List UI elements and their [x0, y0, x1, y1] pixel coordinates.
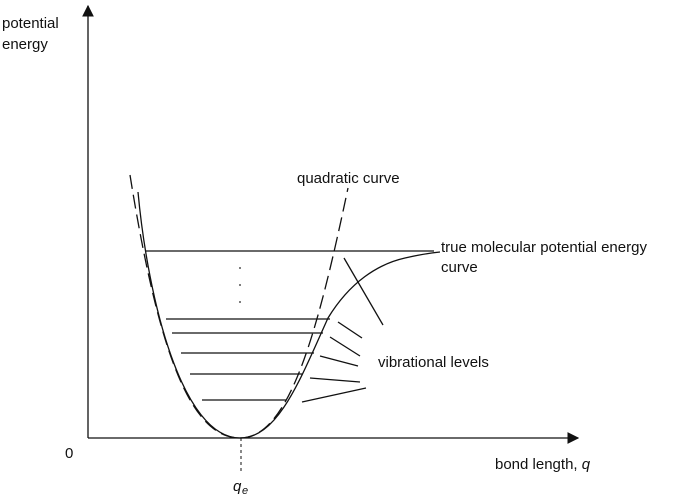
- true-curve-label-line2: curve: [441, 259, 478, 276]
- ellipsis-dot: [239, 284, 241, 286]
- pointer-line: [301, 387, 367, 403]
- y-axis-label-line1: potential: [2, 15, 59, 32]
- pointer-line: [343, 257, 384, 326]
- x-axis-label-text: bond length,: [495, 456, 582, 473]
- qe-subscript: e: [242, 485, 248, 495]
- qe-label: q: [233, 478, 242, 495]
- pointer-line: [329, 336, 361, 357]
- true-potential-curve: [137, 191, 441, 439]
- vibrational-levels-label: vibrational levels: [378, 354, 489, 371]
- true-curve-label-line1: true molecular potential energy: [441, 239, 647, 256]
- origin-label: 0: [65, 445, 73, 462]
- pointer-line: [337, 321, 363, 339]
- x-axis-label-variable: q: [582, 456, 591, 473]
- quadratic-curve-label: quadratic curve: [297, 170, 400, 187]
- pointer-line: [319, 355, 359, 367]
- ellipsis-dot: [239, 301, 241, 303]
- y-axis-label-line2: energy: [2, 36, 48, 53]
- x-axis-label: bond length, q: [495, 456, 591, 473]
- ellipsis-dot: [239, 267, 241, 269]
- pointer-line: [309, 377, 361, 383]
